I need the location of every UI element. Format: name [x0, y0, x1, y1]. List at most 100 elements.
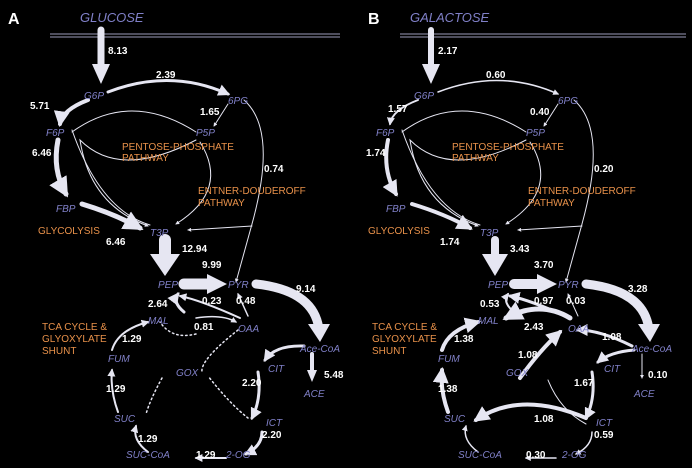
flux-mal-pep: 2.64 — [148, 299, 168, 310]
curve-p5p-t3p — [79, 138, 197, 227]
line-ed-pathway — [573, 99, 594, 225]
flux-uptake: 8.13 — [108, 46, 128, 57]
metabolite-pyr: PYR — [558, 280, 579, 291]
curve-p5p-t3p-2 — [505, 141, 542, 225]
metabolite-cit: CIT — [268, 364, 285, 375]
metabolite-g6p: G6P — [84, 91, 104, 102]
metabolite-2og: 2-OG — [561, 450, 587, 461]
flux-cit-ict: 1.67 — [574, 378, 594, 389]
metabolite-6pg: 6PG — [558, 96, 578, 107]
flux-uptake: 2.17 — [438, 46, 458, 57]
line-ed-pathway — [243, 99, 264, 225]
metabolite-oaa: OAA — [568, 324, 589, 335]
arrow-pyr-acecoa-head — [638, 324, 660, 342]
metabolite-p5p: P5P — [196, 128, 215, 139]
pathway-label-ppp-1: PENTOSE-PHOSPHATE — [452, 142, 564, 153]
arrow-oaa-pep — [178, 293, 241, 319]
arrow-ict-2og — [243, 430, 264, 456]
metabolite-6pg: 6PG — [228, 96, 248, 107]
flux-fum-suc: 1.29 — [106, 384, 126, 395]
metabolite-mal: MAL — [478, 316, 499, 327]
flux-f6p-fbp: 6.46 — [32, 148, 52, 159]
dotted-gox-1 — [201, 329, 239, 373]
panel-a-substrate: GLUCOSE — [80, 10, 144, 25]
flux-suc-ict: 1.08 — [534, 414, 554, 425]
arrow-mal-pep — [167, 292, 186, 314]
arrow-pep-pyr-head — [207, 274, 227, 294]
panel-b-substrate: GALACTOSE — [410, 10, 490, 25]
flux-oaa-pyr: 0.48 — [236, 296, 256, 307]
metabolite-fum: FUM — [438, 354, 460, 365]
metabolite-fbp: FBP — [386, 204, 406, 215]
dotted-gox-4 — [159, 321, 197, 337]
flux-g6p-6pg: 2.39 — [156, 70, 176, 81]
arrow-acecoa-oaa — [575, 324, 634, 348]
arrow-6pg-p5p — [213, 103, 229, 127]
flux-fbp-t3p: 6.46 — [106, 237, 126, 248]
arrow-ed-t3p — [517, 225, 583, 232]
flux-acecoa-oaa: 1.08 — [602, 332, 622, 343]
metabolite-fbp: FBP — [56, 204, 76, 215]
panel-a-letter: A — [8, 11, 20, 28]
metabolite-gox: GOX — [506, 368, 529, 379]
arrow-succoa-suc — [130, 424, 149, 453]
arrow-cit-ict — [250, 370, 262, 421]
pathway-label-ppp-2: PATHWAY — [122, 153, 169, 164]
arrow-g6p-f6p — [386, 99, 419, 126]
flux-ed: 0.74 — [264, 164, 284, 175]
arrow-uptake-head — [92, 64, 110, 84]
flux-t3p-pep: 12.94 — [182, 244, 207, 255]
arrow-acecoa-cit — [263, 344, 306, 362]
arrow-acecoa-cit — [596, 348, 636, 364]
arrow-g6p-6pg — [106, 79, 231, 96]
metabolite-suc: SUC — [114, 414, 136, 425]
arrow-ed-pyr — [234, 223, 253, 283]
pathway-label-ed-2: PATHWAY — [528, 198, 575, 209]
flux-g6p-f6p: 5.71 — [30, 101, 50, 112]
flux-acecoa-ace: 0.10 — [648, 370, 668, 381]
flux-pep-pyr: 3.70 — [534, 260, 554, 271]
arrow-g6p-6pg — [437, 79, 560, 95]
metabolite-oaa: OAA — [238, 324, 259, 335]
flux-pep-pyr: 9.99 — [202, 260, 222, 271]
arrow-ed-t3p — [187, 225, 253, 232]
flux-6pg-p5p: 1.65 — [200, 107, 220, 118]
metabolite-t3p: T3P — [480, 228, 499, 239]
arrow-mal-oaa — [195, 315, 238, 323]
arrow-oaa-mal — [502, 301, 573, 321]
arrow-f6p-fbp — [382, 138, 398, 197]
arrow-oaa-pyr — [567, 293, 579, 317]
arrow-uptake-head — [422, 64, 440, 84]
metabolite-pep: PEP — [488, 280, 508, 291]
metabolite-suc: SUC — [444, 414, 466, 425]
arrow-acecoa-ace-head — [307, 370, 317, 382]
arrow-succoa-suc — [461, 424, 479, 453]
arrow-fum-mal — [440, 317, 482, 352]
flux-mal-fum: 1.29 — [122, 334, 142, 345]
arrow-pyr-acecoa-head — [308, 324, 330, 342]
arrow-fbp-t3p — [79, 201, 144, 231]
flux-t3p-pep: 3.43 — [510, 244, 530, 255]
pathway-label-ed-1: ENTNER-DOUDEROFF — [528, 186, 636, 197]
flux-6pg-p5p: 0.40 — [530, 107, 550, 118]
flux-f6p-fbp: 1.74 — [366, 148, 386, 159]
arrow-suc-fum — [432, 366, 450, 414]
flux-gox-oaa: 1.08 — [518, 350, 538, 361]
pathway-label-tca-3: SHUNT — [42, 346, 76, 357]
metabolite-mal: MAL — [148, 316, 169, 327]
metabolite-p5p: P5P — [526, 128, 545, 139]
arrow-suc-fum — [107, 368, 119, 413]
arrow-pyr-acecoa — [581, 279, 653, 329]
arrow-ict-gox — [547, 379, 587, 425]
flux-pyr-acecoa: 3.28 — [628, 284, 648, 295]
flux-oaa-pep: 0.23 — [202, 296, 222, 307]
flux-ed: 0.20 — [594, 164, 614, 175]
arrow-ict-suc — [473, 402, 588, 422]
metabolite-fum: FUM — [108, 354, 130, 365]
pathway-label-ppp-2: PATHWAY — [452, 153, 499, 164]
pathway-label-ed-2: PATHWAY — [198, 198, 245, 209]
pathway-label-ppp-1: PENTOSE-PHOSPHATE — [122, 142, 234, 153]
metabolite-t3p: T3P — [150, 228, 169, 239]
